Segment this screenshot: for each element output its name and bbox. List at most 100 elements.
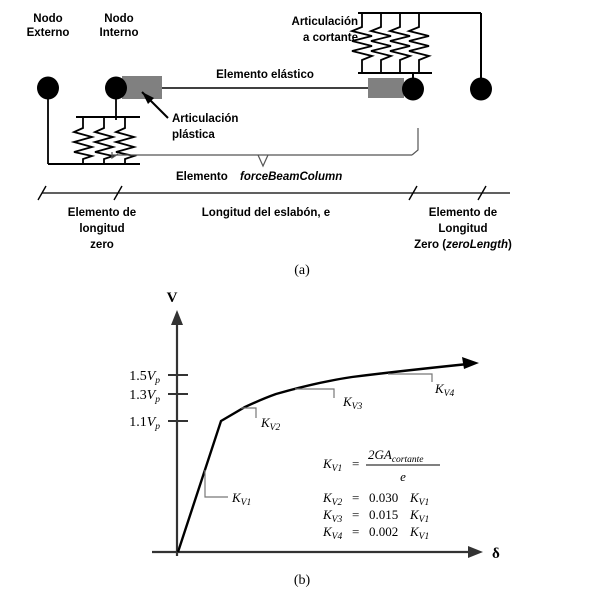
force-beam-column-bracket: [111, 128, 419, 168]
plastic-hinge-label-line1: Articulación: [172, 113, 238, 125]
eq1-num-prefix: 2GA: [368, 447, 392, 462]
y-tick-label-2: 1.3Vp: [129, 388, 160, 405]
dimension-tick-1: [37, 185, 47, 201]
eq4-rhs-sym: K: [409, 524, 420, 539]
x-axis-label: δ: [492, 546, 500, 562]
shear-hinge-label-line1: Articulación: [292, 16, 358, 28]
force-beam-column-label-prefix: Elemento: [176, 171, 228, 183]
y-tick-marks: [168, 374, 188, 422]
slope-label-kv3: KV3: [342, 394, 362, 412]
panel-a: Nodo Externo Nodo Interno Articulación a…: [27, 12, 512, 278]
slope-triangle-kv2: [241, 407, 257, 418]
slope-label-kv1: KV1: [231, 490, 251, 508]
equation-3-coefficient: 0.015: [369, 507, 398, 522]
spring-shear-1: [349, 13, 375, 73]
y-tick-3-sub: p: [154, 422, 160, 432]
equation-1-equals: =: [352, 456, 359, 471]
equation-2-coefficient: 0.030: [369, 490, 398, 505]
y-tick-1-num: 1.5: [129, 369, 147, 384]
dim-middle-label: Longitud del eslabón, e: [202, 207, 330, 219]
node-internal-label-line2: Interno: [100, 27, 139, 39]
left-spring-group: [70, 117, 138, 164]
equation-4-rhs: KV1: [409, 524, 429, 542]
equation-2-equals: =: [352, 490, 359, 505]
eq1-lhs-sym: K: [322, 456, 333, 471]
node-external-right: [470, 77, 492, 101]
eq3-rhs-sym: K: [409, 507, 420, 522]
equation-2-rhs: KV1: [409, 490, 429, 508]
y-tick-label-3: 1.1Vp: [129, 415, 160, 432]
bracket-right-tail: [411, 128, 419, 156]
backbone-curve-arrowhead: [462, 357, 479, 369]
eq3-lhs-sub: V3: [332, 515, 343, 525]
plastic-hinge-arrow-head: [142, 92, 154, 104]
kv4-sub: V4: [444, 389, 455, 399]
plastic-hinge-block-right: [368, 78, 404, 98]
panel-b: V δ 1.5Vp 1.3Vp 1.1Vp: [129, 290, 500, 588]
node-internal-label-line1: Nodo: [104, 13, 133, 25]
dim-right-prefix: Zero (: [414, 239, 446, 251]
dim-right-label-line3: Zero (zeroLength): [414, 239, 512, 251]
equation-1-denominator: e: [400, 469, 406, 484]
slope-triangle-group: [204, 373, 433, 498]
dim-right-label-line2: Longitud: [438, 223, 487, 235]
slope-triangle-kv4: [388, 373, 433, 382]
kv1-sub: V1: [241, 498, 252, 508]
equation-4-lhs: KV4: [322, 524, 342, 542]
eq4-lhs-sub: V4: [332, 532, 343, 542]
kv3-sub: V3: [352, 402, 363, 412]
dim-right-label-line1: Elemento de: [429, 207, 497, 219]
slope-triangle-kv3: [295, 388, 335, 398]
equation-block: KV1 = 2GAcortante e KV2 = 0.030 KV1 KV3 …: [322, 447, 440, 542]
y-tick-1-sym: V: [147, 369, 157, 384]
node-external-label-line2: Externo: [27, 27, 70, 39]
eq4-rhs-sub: V1: [419, 532, 430, 542]
backbone-curve: [176, 362, 469, 553]
equation-3-lhs: KV3: [322, 507, 342, 525]
kv4-sym: K: [434, 381, 445, 396]
right-spring-group: [349, 13, 432, 73]
y-tick-1-sub: p: [154, 376, 160, 386]
plastic-hinge-label-line2: plástica: [172, 129, 215, 141]
caption-a: (a): [294, 263, 310, 278]
caption-b: (b): [294, 573, 311, 588]
dim-left-label-line2: longitud: [79, 223, 124, 235]
eq3-lhs-sym: K: [322, 507, 333, 522]
eq1-num-sub: cortante: [392, 455, 424, 465]
spring-plastic-1: [70, 117, 96, 164]
kv2-sym: K: [260, 415, 271, 430]
eq2-rhs-sym: K: [409, 490, 420, 505]
equation-4-coefficient: 0.002: [369, 524, 398, 539]
dim-left-label-line3: zero: [90, 239, 114, 251]
equation-4-equals: =: [352, 524, 359, 539]
plastic-hinge-callout: Articulación plástica: [141, 91, 238, 141]
spring-shear-3: [387, 13, 413, 73]
dim-right-suffix: ): [508, 239, 512, 251]
equation-1-lhs: KV1: [322, 456, 342, 474]
spring-plastic-3: [112, 117, 138, 164]
force-beam-column-label-name: forceBeamColumn: [240, 171, 342, 183]
spring-shear-2: [368, 13, 394, 73]
shear-hinge-label-line2: a cortante: [303, 32, 358, 44]
y-tick-2-sub: p: [154, 395, 160, 405]
x-axis-arrowhead: [468, 546, 483, 558]
dimension-line: [37, 185, 510, 201]
y-tick-label-1: 1.5Vp: [129, 369, 160, 386]
eq4-lhs-sym: K: [322, 524, 333, 539]
equation-1-numerator: 2GAcortante: [368, 447, 424, 465]
eq2-lhs-sym: K: [322, 490, 333, 505]
eq2-lhs-sub: V2: [332, 498, 343, 508]
eq1-lhs-sub: V1: [332, 464, 343, 474]
equation-3-equals: =: [352, 507, 359, 522]
equation-2-lhs: KV2: [322, 490, 342, 508]
slope-triangle-kv1: [204, 470, 228, 498]
y-tick-2-num: 1.3: [129, 388, 147, 403]
y-tick-2-sym: V: [147, 388, 157, 403]
node-external-label-line1: Nodo: [33, 13, 62, 25]
plastic-hinge-block-left: [122, 76, 162, 99]
slope-label-kv2: KV2: [260, 415, 280, 433]
spring-shear-4: [406, 13, 432, 73]
slope-label-kv4: KV4: [434, 381, 454, 399]
